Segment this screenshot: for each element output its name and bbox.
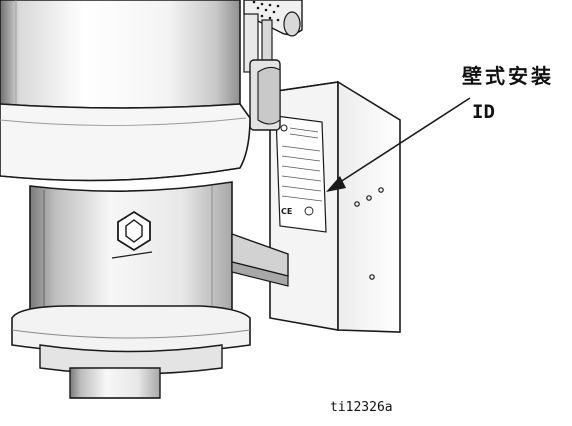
- callout-leader: [326, 97, 471, 192]
- figure-code: ti12326a: [330, 400, 393, 415]
- pump-body: [29, 181, 233, 319]
- graco-logo: [111, 210, 153, 259]
- id-plate: CE: [275, 115, 327, 233]
- bottom-flange: [11, 305, 251, 375]
- callout-id-label: ID: [472, 101, 495, 123]
- intake-pipe: [69, 367, 161, 399]
- motor-collar: [0, 103, 251, 182]
- callout-label: 壁式安装: [462, 64, 554, 88]
- ce-mark: CE: [281, 207, 292, 216]
- air-fitting: [243, 0, 303, 37]
- tie-rods: [243, 13, 281, 131]
- motor-cylinder: [0, 0, 241, 109]
- mounting-shelf: [231, 233, 289, 287]
